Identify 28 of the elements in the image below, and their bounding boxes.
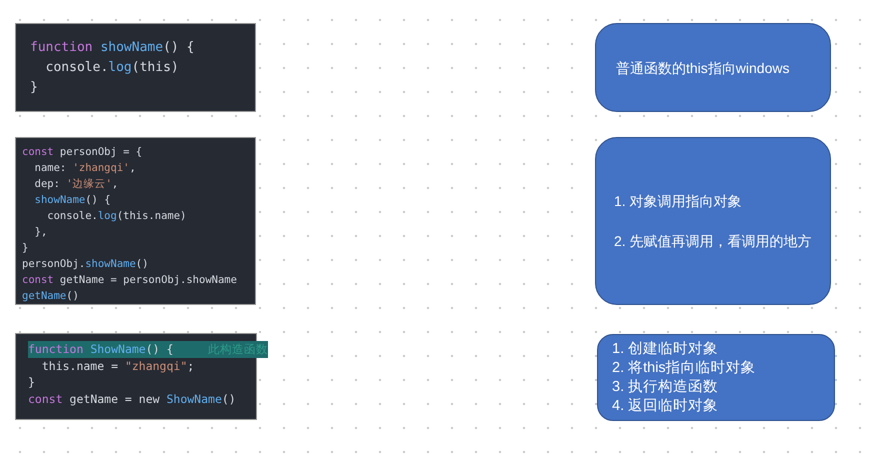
code-screenshot [15, 23, 256, 112]
code-line: } [28, 374, 35, 390]
code-line: getName() [22, 289, 79, 304]
code-line: console.log(this) [44, 59, 179, 77]
note-box [595, 137, 831, 305]
code-line: } [22, 241, 28, 256]
note-text: 3. 执行构造函数 [612, 378, 720, 396]
code-line: console.log(this.name) [46, 209, 186, 224]
code-line: function showName() { [30, 39, 194, 57]
code-line: dep: '边缘云', [34, 177, 118, 192]
code-screenshot [15, 137, 256, 305]
note-text: 2. 将this指向临时对象 [612, 358, 757, 378]
code-line: showName() { [34, 193, 111, 208]
note-box [597, 334, 835, 421]
code-line: const getName = new ShowName() [28, 390, 236, 407]
code-line: } [30, 79, 38, 97]
code-line: const getName = personObj.showName [22, 273, 237, 288]
note-text: 普通函数的this指向windows [616, 58, 790, 78]
note-text: 2. 先赋值再调用，看调用的地方 [614, 232, 812, 251]
code-line: this.name = "zhangqi"; [40, 358, 194, 374]
code-line: const personObj = { [22, 145, 142, 160]
note-box [595, 23, 831, 112]
note-text: 1. 对象调用指向对象 [614, 192, 743, 211]
code-line: personObj.showName() [22, 257, 148, 272]
note-text: 4. 返回临时对象 [612, 396, 720, 416]
code-line: name: 'zhangqi', [34, 161, 136, 176]
note-text: 1. 创建临时对象 [612, 340, 720, 358]
code-line: }, [34, 225, 48, 240]
